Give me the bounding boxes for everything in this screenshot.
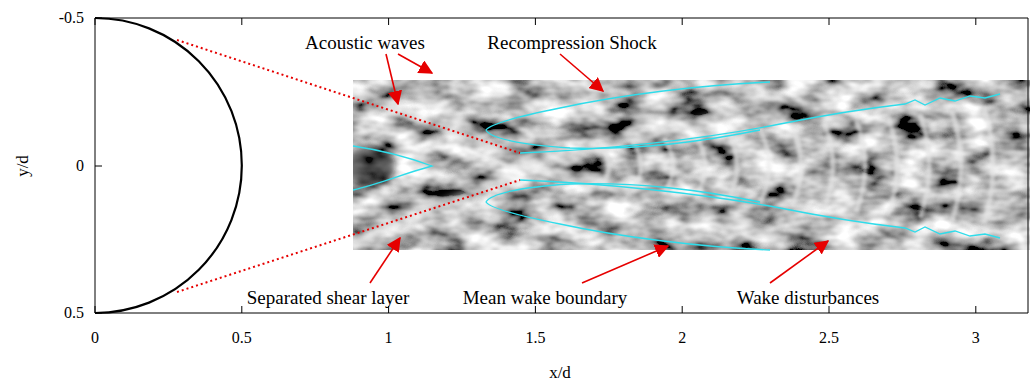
tick-label: 2	[678, 330, 686, 346]
wake-disturbance-arcs	[600, 108, 993, 224]
wake-arc	[952, 111, 961, 221]
tick-mark	[682, 306, 683, 313]
axes-frame	[95, 18, 1028, 313]
tick-mark	[535, 18, 536, 25]
tick-mark	[829, 18, 830, 25]
annotation-arrows	[370, 54, 828, 283]
tick-label: 0.5	[64, 305, 84, 321]
tick-mark	[95, 313, 102, 314]
wake-arc	[856, 120, 865, 212]
axis-label: x/d	[549, 364, 571, 381]
wake-arc	[696, 135, 705, 197]
tick-marks	[95, 18, 976, 313]
tick-label: -0.5	[59, 10, 84, 26]
tick-label: 2.5	[819, 330, 839, 346]
image-ground	[353, 80, 1030, 250]
cylinder-outline	[95, 18, 242, 313]
tick-label: 0	[91, 330, 99, 346]
annotation: Acoustic waves	[305, 33, 425, 52]
tick-mark	[975, 18, 976, 25]
wake-arc	[664, 138, 673, 194]
tick-mark	[388, 306, 389, 313]
tick-label: 0	[76, 158, 84, 174]
wake-arc	[632, 141, 641, 191]
image-texture	[353, 80, 1030, 250]
tick-mark	[95, 18, 102, 19]
contour-lines	[353, 82, 1000, 250]
wake-arc	[792, 126, 801, 206]
tick-label: 0.5	[232, 330, 252, 346]
wake-arc	[920, 114, 929, 218]
annotation: Mean wake boundary	[463, 288, 628, 307]
tick-mark	[241, 306, 242, 313]
wake-arc	[984, 108, 993, 224]
tick-mark	[95, 18, 96, 25]
tick-mark	[95, 166, 102, 167]
tick-mark	[682, 18, 683, 25]
shear-layer-streaks	[353, 80, 780, 242]
tick-mark	[241, 18, 242, 25]
tick-mark	[388, 18, 389, 25]
tick-label: 3	[972, 330, 980, 346]
annotation: Wake disturbances	[737, 288, 880, 307]
axis-label: y/d	[14, 155, 31, 177]
wake-arc	[888, 117, 897, 215]
tick-mark	[975, 306, 976, 313]
wake-arc	[824, 123, 833, 209]
tick-mark	[95, 306, 96, 313]
tick-label: 1.5	[525, 330, 545, 346]
wake-arc	[600, 144, 609, 188]
tick-mark	[829, 306, 830, 313]
tick-label: 1	[385, 330, 393, 346]
separation-lines	[177, 40, 520, 292]
schlieren-image	[353, 80, 1030, 250]
wake-arc	[760, 129, 769, 203]
annotation: Separated shear layer	[247, 288, 409, 307]
tick-mark	[535, 306, 536, 313]
wake-arc	[728, 132, 737, 200]
annotation: Recompression Shock	[487, 33, 656, 52]
